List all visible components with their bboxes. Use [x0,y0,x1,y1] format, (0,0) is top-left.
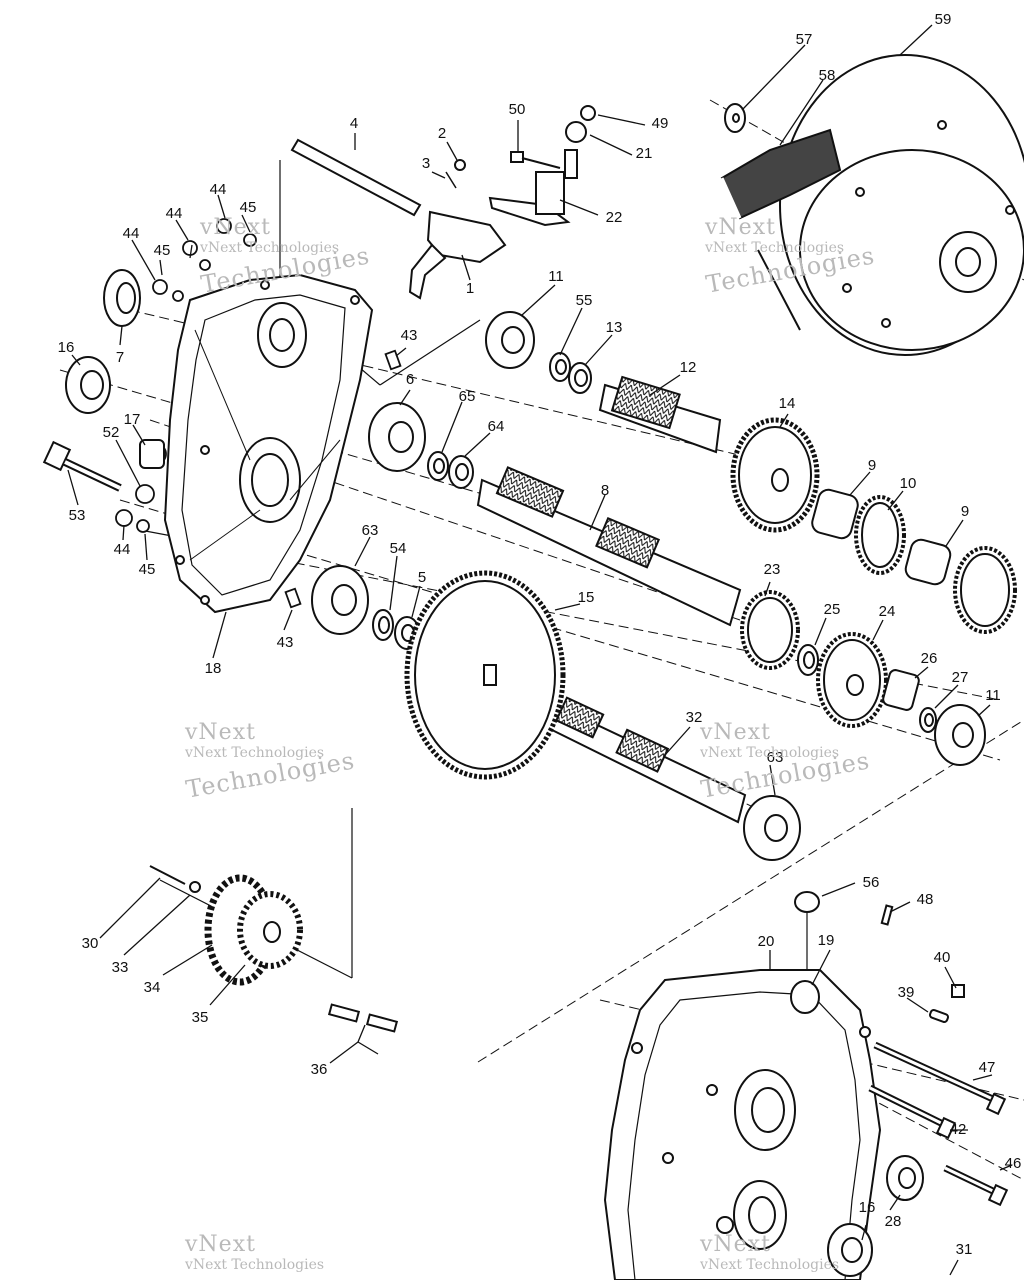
part-number-label: 44 [114,541,131,558]
part-number-label: 12 [680,359,697,376]
seal-16 [65,356,111,414]
part-number-label: 16 [859,1199,876,1216]
part-number-label: 9 [868,457,876,474]
part-number-label: 54 [390,540,407,557]
clutch-59 [757,54,1024,356]
part-number-label: 59 [935,11,952,28]
part-number-label: 46 [1005,1155,1022,1172]
part-number-label: 49 [652,115,669,132]
gearbox-cover-right [603,969,882,1280]
part-number-label: 9 [961,503,969,520]
part-number-label: 5 [418,569,426,586]
part-number-label: 33 [112,959,129,976]
part-number-label: 36 [311,1061,328,1078]
gears-small [740,495,1017,728]
part-number-label: 53 [69,507,86,524]
shaft-12 [598,375,722,454]
part-number-label: 52 [103,424,120,441]
part-number-label: 43 [277,634,294,651]
part-number-label: 21 [636,145,653,162]
part-number-label: 32 [686,709,703,726]
leader-lines [67,24,1013,1276]
gearbox-cover-left [163,273,374,614]
part-number-label: 56 [863,874,880,891]
part-number-label: 4 [350,115,358,132]
washer-57 [724,103,746,133]
bushings [139,439,952,711]
part-number-label: 45 [240,199,257,216]
part-number-label: 16 [58,339,75,356]
part-number-label: 47 [979,1059,996,1076]
part-number-label: 45 [154,242,171,259]
part-number-label: 3 [422,155,430,172]
part-number-label: 34 [144,979,161,996]
part-number-label: 57 [796,31,813,48]
gear-14 [730,417,820,533]
part-number-label: 42 [950,1121,967,1138]
part-number-label: 26 [921,650,938,667]
shift-shaft-4 [290,138,466,217]
bearings [311,311,986,861]
part-number-label: 40 [934,949,951,966]
part-number-label: 11 [548,268,564,285]
part-number-label: 15 [578,589,595,606]
part-number-label: 11 [985,687,1001,704]
part-number-label: 63 [767,749,784,766]
part-number-label: 44 [123,225,140,242]
sprocket-assembly [149,865,399,1033]
shift-arm-22 [488,105,596,227]
part-number-label: 31 [956,1241,973,1258]
bolt-53 [42,440,122,492]
part-number-label: 35 [192,1009,209,1026]
dowels-43 [284,349,402,609]
part-number-label: 28 [885,1213,902,1230]
part-number-label: 23 [764,561,781,578]
part-number-label: 22 [606,209,623,226]
part-callouts: 1234567899101111121314151616171819202122… [58,11,1022,1258]
part-number-label: 43 [401,327,418,344]
gear-15 [404,570,566,780]
seal-7 [103,269,141,327]
part-number-label: 44 [166,205,183,222]
part-number-label: 17 [124,411,141,428]
part-number-label: 2 [438,125,446,142]
part-number-label: 6 [406,371,414,388]
part-number-label: 25 [824,601,841,618]
part-number-label: 58 [819,67,836,84]
part-number-label: 19 [818,932,835,949]
part-number-label: 30 [82,935,99,952]
part-number-label: 48 [917,891,934,908]
part-number-label: 39 [898,984,915,1001]
part-number-label: 1 [466,280,474,297]
part-number-label: 45 [139,561,156,578]
part-number-label: 14 [779,395,796,412]
shaft-8 [476,466,742,627]
part-number-label: 64 [488,418,505,435]
drive-belt-58 [720,128,842,220]
part-number-label: 65 [459,388,476,405]
part-number-label: 50 [509,101,526,118]
part-number-label: 24 [879,603,896,620]
part-number-label: 18 [205,660,222,677]
part-number-label: 13 [606,319,623,336]
shaft-32 [546,696,747,824]
part-number-label: 27 [952,669,969,686]
shift-fork-1 [408,210,507,300]
part-number-label: 10 [900,475,917,492]
part-number-label: 20 [758,933,775,950]
part-number-label: 8 [601,482,609,499]
part-number-label: 55 [576,292,593,309]
part-number-label: 7 [116,349,124,366]
part-number-label: 63 [362,522,379,539]
part-number-label: 44 [210,181,227,198]
bolts-right [794,891,1009,1277]
